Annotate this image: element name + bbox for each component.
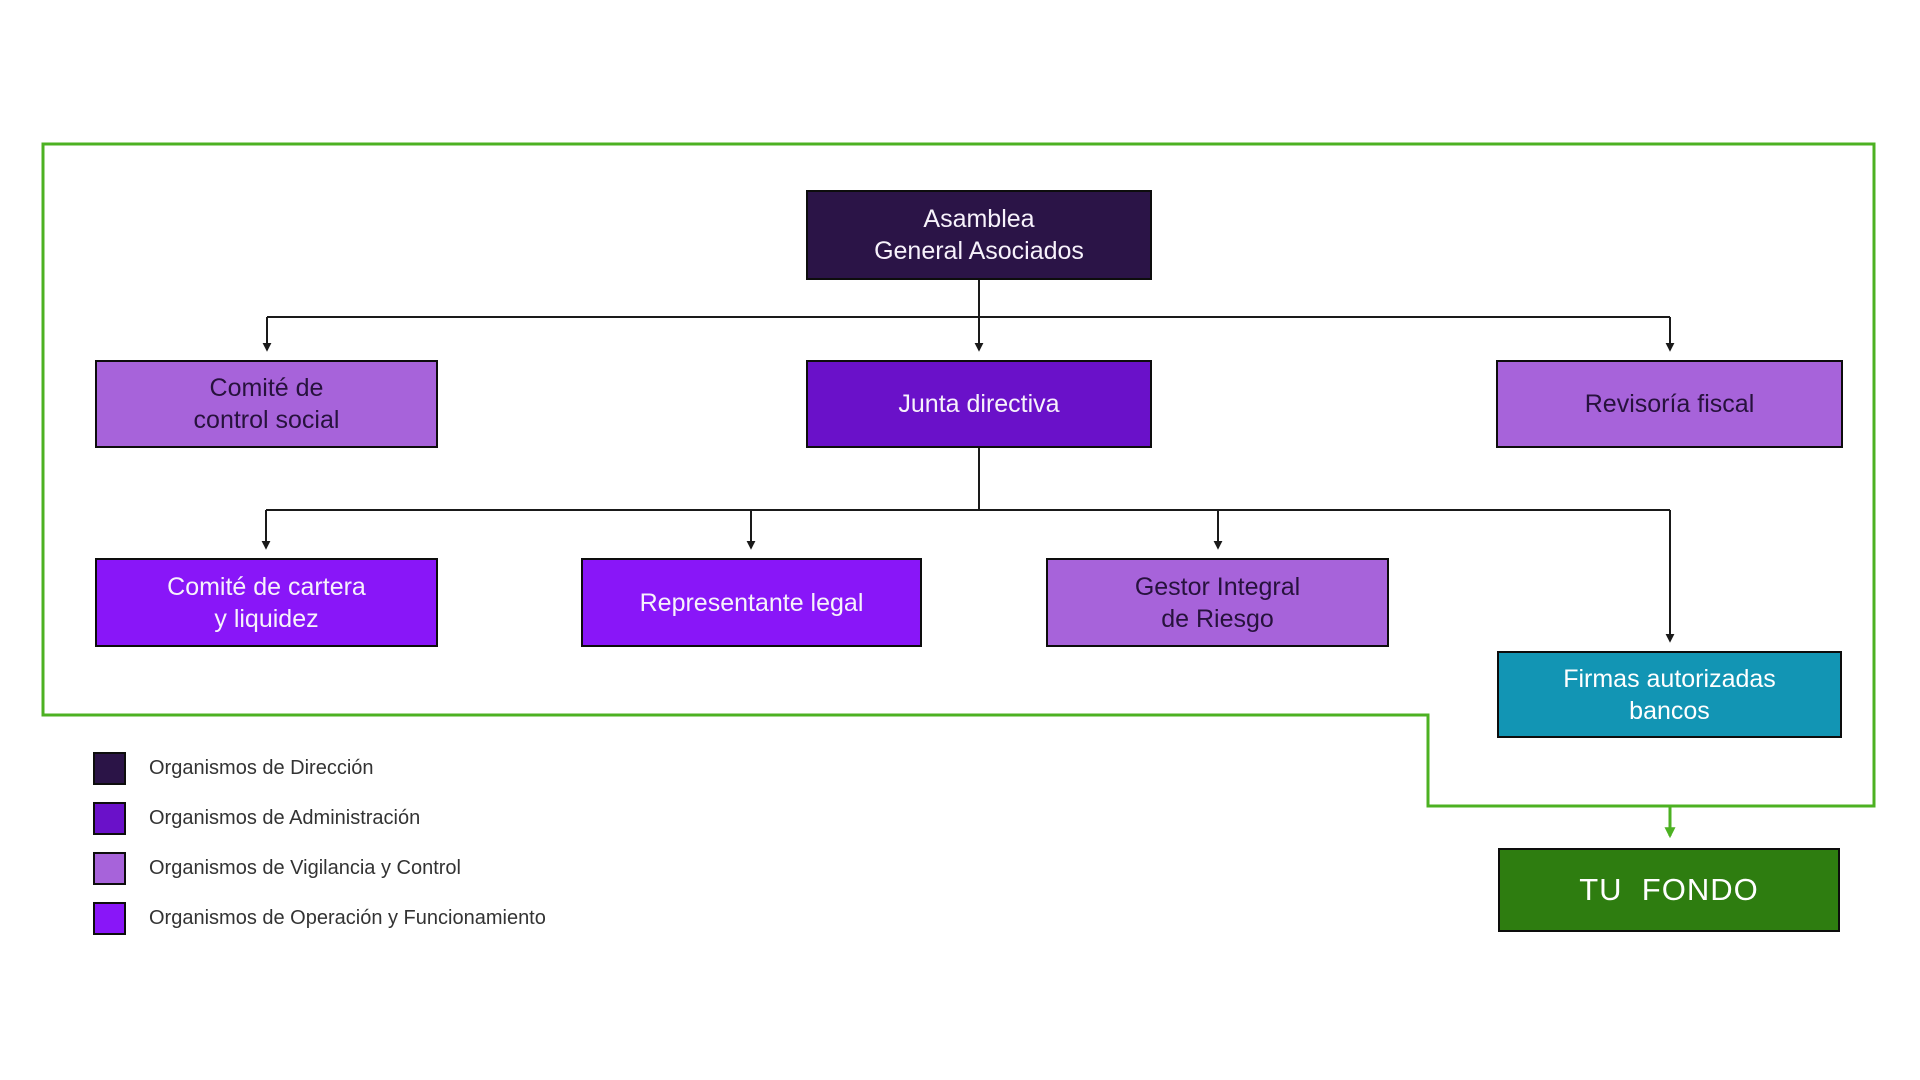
legend-label: Organismos de Administración: [149, 807, 421, 829]
node-firmas-autorizadas-bancos: Firmas autorizadas bancos: [1497, 651, 1842, 738]
node-asamblea-general-asociados: Asamblea General Asociados: [806, 190, 1152, 280]
node-comite-de-cartera-y-liquidez: Comité de cartera y liquidez: [95, 558, 438, 647]
legend-item-operacion: Organismos de Operación y Funcionamiento: [93, 902, 546, 935]
node-comite-de-control-social: Comité de control social: [95, 360, 438, 448]
node-revisoria-fiscal: Revisoría fiscal: [1496, 360, 1843, 448]
legend-swatch-operacion: [93, 902, 126, 935]
node-label: Asamblea General Asociados: [874, 205, 1084, 265]
legend-label: Organismos de Operación y Funcionamiento: [149, 907, 546, 929]
node-label: Representante legal: [639, 588, 864, 617]
legend-swatch-direccion: [93, 752, 126, 785]
node-label: Comité de cartera y liquidez: [167, 572, 366, 633]
node-representante-legal: Representante legal: [581, 558, 922, 647]
legend-item-administracion: Organismos de Administración: [93, 802, 546, 835]
legend-label: Organismos de Dirección: [149, 757, 374, 779]
node-tu-fondo: TU FONDO: [1498, 848, 1840, 932]
legend-item-vigilancia: Organismos de Vigilancia y Control: [93, 852, 546, 885]
legend-item-direccion: Organismos de Dirección: [93, 752, 546, 785]
legend: Organismos de Dirección Organismos de Ad…: [93, 752, 546, 952]
node-junta-directiva: Junta directiva: [806, 360, 1152, 448]
legend-swatch-vigilancia: [93, 852, 126, 885]
legend-swatch-administracion: [93, 802, 126, 835]
node-label: Revisoría fiscal: [1584, 390, 1755, 418]
node-label: Gestor Integral de Riesgo: [1134, 572, 1301, 633]
legend-label: Organismos de Vigilancia y Control: [149, 857, 462, 879]
node-label: Junta directiva: [898, 390, 1060, 418]
node-gestor-integral-de-riesgo: Gestor Integral de Riesgo: [1046, 558, 1389, 647]
node-label: TU FONDO: [1579, 872, 1759, 908]
node-label: Comité de control social: [193, 374, 340, 434]
node-label: Firmas autorizadas bancos: [1563, 664, 1776, 725]
